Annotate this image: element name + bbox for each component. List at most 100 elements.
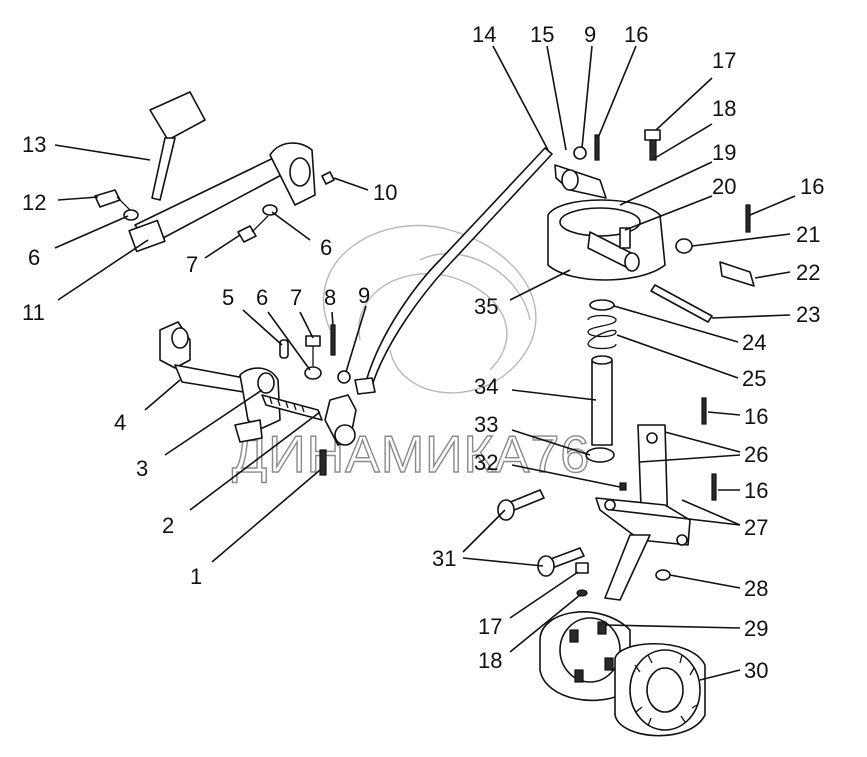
pins-31 xyxy=(497,489,585,577)
callout-6a: 6 xyxy=(28,245,40,270)
callout-11: 11 xyxy=(22,300,45,325)
bolt-17-upper xyxy=(644,129,661,141)
callout-29: 29 xyxy=(744,616,768,641)
callout-16a: 16 xyxy=(624,22,648,47)
coupling-tooth-3 xyxy=(604,657,614,671)
washer-6-lower xyxy=(304,366,322,380)
fork-plate-27 xyxy=(595,497,691,546)
leader-6b xyxy=(271,211,311,241)
leader-20 xyxy=(624,195,713,231)
split-pin-16-upper xyxy=(594,134,600,161)
callout-labels: 13 12 6 11 7 6 10 5 6 7 8 9 4 3 2 1 14 1… xyxy=(22,22,824,683)
leader-1 xyxy=(211,469,321,563)
hub-30-splines xyxy=(634,654,698,727)
leader-22 xyxy=(754,271,791,279)
callout-2: 2 xyxy=(162,513,174,538)
washer-9-lower xyxy=(337,370,351,384)
pin-5 xyxy=(279,339,289,359)
pin-22 xyxy=(719,261,755,287)
callout-10: 10 xyxy=(373,180,397,205)
callout-16c: 16 xyxy=(744,404,768,429)
leader-19 xyxy=(619,161,713,206)
leader-27a xyxy=(611,509,741,526)
callout-1: 1 xyxy=(190,564,202,589)
rod-end xyxy=(354,377,376,395)
watermark-swirl-2 xyxy=(358,273,508,371)
watermark-text: ДИНАМИКА76 xyxy=(232,426,590,484)
callout-13: 13 xyxy=(22,132,46,157)
callout-32: 32 xyxy=(474,450,498,475)
leader-16b xyxy=(749,195,796,216)
callout-17a: 17 xyxy=(712,48,736,73)
fork-lever-arm xyxy=(604,534,651,601)
callout-17b: 17 xyxy=(478,614,502,639)
leader-4 xyxy=(144,379,181,411)
leader-17a xyxy=(655,77,713,131)
callout-9a: 9 xyxy=(584,22,596,47)
split-pin-16-mid xyxy=(701,397,707,425)
fork-pivot-left xyxy=(604,499,616,511)
push-rod-top xyxy=(591,355,613,365)
callout-18a: 18 xyxy=(712,96,736,121)
leader-13 xyxy=(54,144,151,161)
fork-pivot-upper xyxy=(646,432,658,444)
pedal-hub-bore xyxy=(289,157,311,187)
hub-30-bore xyxy=(646,667,684,713)
leader-21 xyxy=(691,233,791,247)
callout-5: 5 xyxy=(222,285,234,310)
callout-34: 34 xyxy=(474,374,498,399)
leader-9b xyxy=(345,305,367,373)
leader-34 xyxy=(511,389,597,401)
washer-9-upper xyxy=(573,146,587,160)
callout-21: 21 xyxy=(796,222,820,247)
callout-33: 33 xyxy=(474,412,498,437)
callout-12: 12 xyxy=(22,190,46,215)
callout-28: 28 xyxy=(744,576,768,601)
oring-24 xyxy=(589,299,615,311)
callout-6c: 6 xyxy=(256,285,268,310)
leader-24 xyxy=(613,305,739,343)
callout-16d: 16 xyxy=(744,478,768,503)
shaft-2 xyxy=(261,394,323,421)
watermark-swirl-3 xyxy=(419,253,531,321)
leader-14 xyxy=(492,45,549,151)
leader-27b xyxy=(681,499,741,526)
callout-7a: 7 xyxy=(186,252,198,277)
leader-11 xyxy=(57,239,149,301)
callout-26: 26 xyxy=(744,442,768,467)
callout-6b: 6 xyxy=(320,235,332,260)
callout-7b: 7 xyxy=(290,285,302,310)
leader-12 xyxy=(57,196,99,201)
bolt-head-7-upper xyxy=(237,225,257,243)
fork-lever-assembly xyxy=(575,397,717,601)
fork-pivot-right xyxy=(676,534,688,546)
pedal-clevis xyxy=(128,219,166,253)
leader-10 xyxy=(333,177,369,191)
leader-26b xyxy=(639,454,741,463)
split-pin-16-right xyxy=(745,204,751,233)
leader-3 xyxy=(164,389,263,456)
callout-18b: 18 xyxy=(478,648,502,673)
leader-33 xyxy=(511,429,591,456)
bolt-head-7-lower xyxy=(305,335,321,347)
callout-14: 14 xyxy=(472,22,496,47)
leader-25 xyxy=(616,334,739,379)
leader-18a xyxy=(654,123,713,159)
callout-9b: 9 xyxy=(358,283,370,308)
callout-25: 25 xyxy=(742,366,766,391)
fork-hole xyxy=(561,169,579,191)
pin-10 xyxy=(321,171,335,185)
coupling-assembly xyxy=(539,611,706,737)
leader-26a xyxy=(664,431,741,453)
callout-3: 3 xyxy=(136,456,148,481)
pedal-arm xyxy=(151,137,176,201)
pin-8 xyxy=(330,324,336,356)
rod-23 xyxy=(650,284,713,323)
pin-31-upper-head xyxy=(497,499,515,521)
leader-18b xyxy=(509,594,581,653)
bracket-hub-bore xyxy=(257,372,275,394)
leader-35 xyxy=(509,269,571,301)
callout-30: 30 xyxy=(744,658,768,683)
